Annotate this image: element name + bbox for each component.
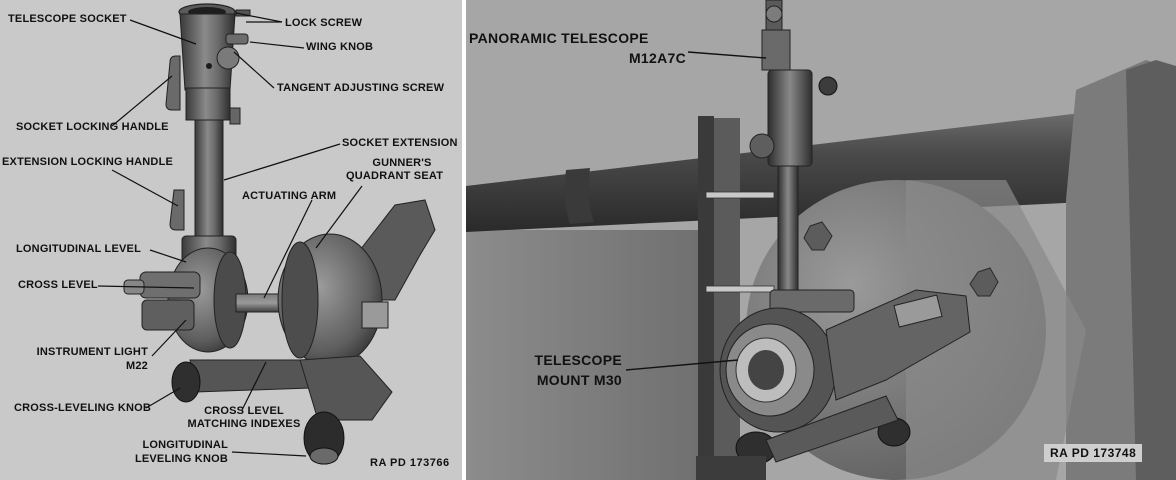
cross-leveling-knob bbox=[171, 361, 201, 403]
leader-lines bbox=[625, 51, 767, 371]
label-cross-leveling-knob: CROSS-LEVELING KNOB bbox=[14, 402, 152, 414]
figure-code-left: RA PD 173766 bbox=[370, 457, 450, 469]
left-figure-panel: TELESCOPE SOCKET LOCK SCREW WING KNOB TA… bbox=[0, 0, 462, 480]
label-gunners-quadrant-seat-line2: QUADRANT SEAT bbox=[346, 170, 444, 182]
figure-code-right: RA PD 173748 bbox=[1044, 444, 1143, 462]
label-gunners-quadrant-seat-line1: GUNNER'S bbox=[372, 157, 432, 169]
label-panoramic-telescope-line1: PANORAMIC TELESCOPE bbox=[469, 30, 649, 46]
label-actuating-arm: ACTUATING ARM bbox=[242, 190, 337, 202]
label-longitudinal-level: LONGITUDINAL LEVEL bbox=[16, 243, 142, 255]
label-telescope-mount-line1: TELESCOPE bbox=[534, 352, 622, 368]
telescope-mount-illustration bbox=[97, 3, 436, 465]
label-telescope-mount-line2: MOUNT M30 bbox=[536, 372, 622, 388]
label-instrument-light-line2: M22 bbox=[126, 360, 148, 372]
gun-mount-photo-illustration bbox=[466, 0, 1176, 480]
data-plate bbox=[361, 301, 389, 329]
label-longitudinal-leveling-knob-line2: LEVELING KNOB bbox=[134, 453, 228, 465]
label-instrument-light-line1: INSTRUMENT LIGHT bbox=[36, 346, 148, 358]
label-cross-level-matching-line2: MATCHING INDEXES bbox=[187, 418, 301, 430]
label-longitudinal-leveling-knob-line1: LONGITUDINAL bbox=[142, 439, 228, 451]
label-cross-level-matching-line1: CROSS LEVEL bbox=[204, 405, 284, 417]
label-lock-screw: LOCK SCREW bbox=[285, 17, 363, 29]
label-telescope-socket: TELESCOPE SOCKET bbox=[8, 13, 127, 25]
leader-lines bbox=[97, 12, 363, 457]
panel-divider bbox=[462, 0, 466, 480]
right-figure-panel: PANORAMIC TELESCOPE M12A7C TELESCOPE MOU… bbox=[466, 0, 1176, 480]
label-socket-extension: SOCKET EXTENSION bbox=[342, 137, 458, 149]
label-socket-locking-handle: SOCKET LOCKING HANDLE bbox=[16, 121, 169, 133]
label-extension-locking-handle: EXTENSION LOCKING HANDLE bbox=[2, 156, 174, 168]
socket-hole bbox=[206, 63, 212, 69]
label-tangent-adjusting-screw: TANGENT ADJUSTING SCREW bbox=[277, 82, 445, 94]
label-cross-level: CROSS LEVEL bbox=[18, 279, 98, 291]
label-panoramic-telescope-line2: M12A7C bbox=[628, 50, 686, 66]
label-wing-knob: WING KNOB bbox=[306, 41, 374, 53]
